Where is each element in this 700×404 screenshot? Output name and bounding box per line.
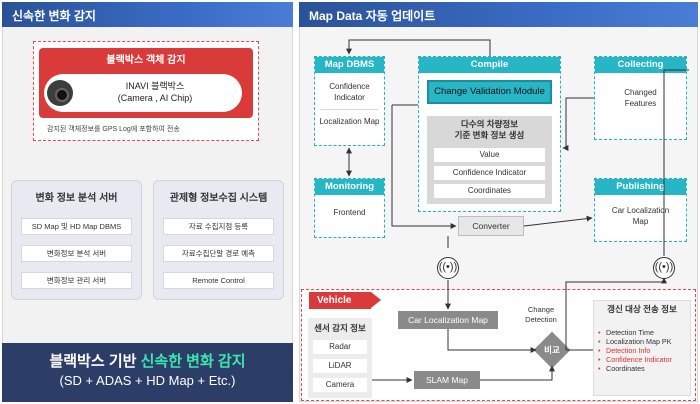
wifi-icon: ((•)) [653,257,675,279]
vehicle-tag: Vehicle [309,292,381,309]
control-item: 자료 수집지점 등록 [163,218,274,235]
monitoring-item: Frontend [333,208,366,217]
sensor-item: Radar [313,340,367,354]
change-info-title-line1: 다수의 차량정보 [460,119,519,129]
camera-icon [47,80,73,106]
slam-map-box: SLAM Map [414,371,480,389]
update-info-item: Detection Time [598,328,690,337]
converter-box: Converter [458,216,524,236]
control-item: 자료수집단말 경로 예측 [163,245,274,262]
change-validation-module: Change Validation Module [427,80,552,104]
arrow-wifi-right-to-collecting [663,69,689,254]
analysis-server-title: 변화 정보 분석 서버 [35,193,118,204]
inavi-device-spec: (Camera , AI Chip) [117,93,193,103]
update-info-item: Confidence Indicator [598,355,690,364]
change-info-item: Confidence Indicator [434,166,545,180]
update-info-item: Localization Map PK [598,337,690,346]
change-info-item: Coordinates [434,184,545,198]
map-dbms-title: Map DBMS [315,57,384,73]
update-info-item: Detection Info [598,346,690,355]
compare-label: 비교 [544,345,560,355]
control-system-title: 관제형 정보수집 시스템 [169,193,268,204]
update-info-list: Detection Time Localization Map PK Detec… [598,328,690,373]
arrow-slam-to-compare [480,365,555,381]
control-item: Remote Control [163,272,274,289]
right-panel-header: Map Data 자동 업데이트 [299,2,698,27]
sensor-info-title: 센서 감지 정보 [314,323,366,333]
car-localization-map-box: Car Localization Map [398,311,498,329]
arrow-carmap-to-compare [447,329,537,353]
publishing-module: Publishing Car Localization Map [594,178,687,242]
change-info-title-line2: 기준 변화 정보 생성 [454,130,525,140]
bottom-banner [2,343,293,402]
map-dbms-item: Confidence Indicator [329,82,370,102]
wifi-icon: ((•)) [437,257,459,279]
monitoring-module: Monitoring Frontend [314,178,385,238]
banner-headline-highlight: 신속한 변화 감지 [140,353,246,370]
left-panel-header: 신속한 변화 감지 [2,2,293,27]
change-info-title: 다수의 차량정보 기준 변화 정보 생성 [427,119,552,141]
compile-title: Compile [419,57,560,73]
arrow-converter-to-publishing [523,215,593,227]
analysis-item: SD Map 및 HD Map DBMS [21,218,132,235]
change-detection-line1: Change [527,305,555,314]
collecting-title: Collecting [595,57,686,73]
monitoring-title: Monitoring [315,179,384,195]
publishing-item: Car Localization Map [611,206,670,226]
divider [321,109,378,110]
arrow-compile-to-converter [391,105,457,229]
object-detection-title: 블랙박스 객체 감지 [106,55,186,66]
inavi-device-label: INAVI 블랙박스 (Camera , AI Chip) [80,80,230,104]
detection-note: 감지된 객체정보를 GPS Log에 포함하여 전송 [47,126,180,133]
collecting-item: Changed Features [624,88,657,108]
update-info-title: 갱신 대상 전송 정보 [607,304,677,314]
map-dbms-module: Map DBMS Confidence Indicator Localizati… [314,56,385,146]
banner-subline: (SD + ADAS + HD Map + Etc.) [59,373,236,388]
banner-headline-prefix: 블랙박스 기반 [49,353,141,370]
update-info-item: Coordinates [598,364,690,373]
arrow-compile-to-dbms [346,39,418,55]
arrow-collecting-to-compile [562,97,594,151]
analysis-item: 변화정보 관리 서버 [21,272,132,289]
line-compile-top [418,39,491,56]
inavi-device-pill [44,74,242,112]
change-detection-line2: Detection [525,315,557,324]
sensor-item: Camera [313,378,367,392]
map-dbms-item: Localization Map [319,117,380,126]
arrow-compare-up [565,277,667,350]
inavi-device-name: INAVI 블랙박스 [125,81,185,91]
change-info-item: Value [434,148,545,162]
analysis-item: 변화정보 분석 서버 [21,245,132,262]
banner-headline: 블랙박스 기반 신속한 변화 감지 [2,350,293,371]
publishing-title: Publishing [595,179,686,195]
change-detection-label: Change Detection [519,305,563,325]
sensor-item: LiDAR [313,359,367,373]
